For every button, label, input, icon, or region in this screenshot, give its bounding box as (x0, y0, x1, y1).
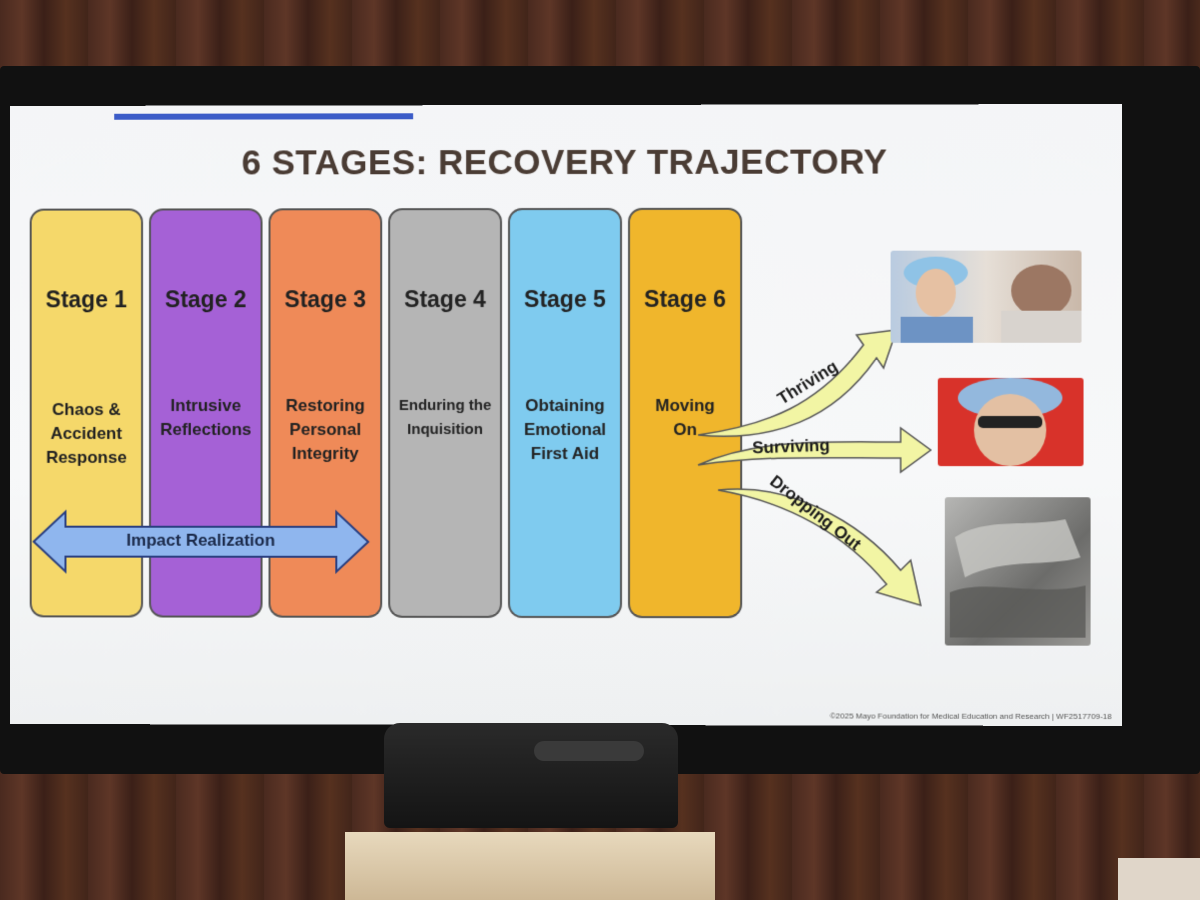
photo-thriving-nurse (890, 250, 1082, 343)
copyright-footer: ©2025 Mayo Foundation for Medical Educat… (829, 711, 1112, 721)
projected-slide: 6 STAGES: RECOVERY TRAJECTORY Stage 1 Ch… (9, 103, 1122, 727)
stage-description: Restoring Personal Integrity (285, 396, 365, 463)
projector-table (345, 832, 715, 900)
discarded-scrubs-photo-icon (949, 519, 1086, 638)
dropping-out-arrow-icon (718, 489, 921, 605)
masked-nurse-photo-icon (957, 377, 1063, 467)
photo-dropping-out-scrubs (944, 497, 1091, 646)
stage-column-4: Stage 4 Enduring the Inquisition (388, 208, 503, 618)
slide-title: 6 STAGES: RECOVERY TRAJECTORY (241, 142, 888, 183)
thriving-arrow-icon (698, 330, 897, 436)
corner-table (1118, 858, 1200, 900)
stage-description: Enduring the Inquisition (398, 397, 492, 438)
nurse-photo-icon (900, 256, 1082, 343)
outcome-arrows (678, 330, 939, 621)
photo-surviving-nurse (937, 377, 1084, 467)
stage-label: Stage 1 (45, 286, 128, 313)
stage-label: Stage 5 (524, 285, 606, 313)
stage-label: Stage 2 (165, 286, 247, 313)
surviving-arrow-icon (698, 428, 931, 472)
stage-label: Stage 6 (644, 285, 727, 312)
double-arrow-icon (32, 507, 371, 577)
stage-label: Stage 4 (404, 286, 486, 313)
accent-strip (114, 113, 414, 120)
outcome-label-surviving: Surviving (751, 435, 831, 458)
projector (384, 723, 678, 828)
stage-label: Stage 3 (284, 286, 367, 313)
stage-description: Chaos & Accident Response (45, 400, 127, 467)
stage-column-5: Stage 5 Obtaining Emotional First Aid (508, 207, 623, 619)
impact-realization-label: Impact Realization (126, 530, 276, 550)
projector-lens-vent (534, 741, 644, 761)
stage-description: Obtaining Emotional First Aid (523, 395, 607, 464)
impact-realization-arrow: Impact Realization (32, 507, 371, 577)
stage-description: Intrusive Reflections (160, 396, 252, 439)
